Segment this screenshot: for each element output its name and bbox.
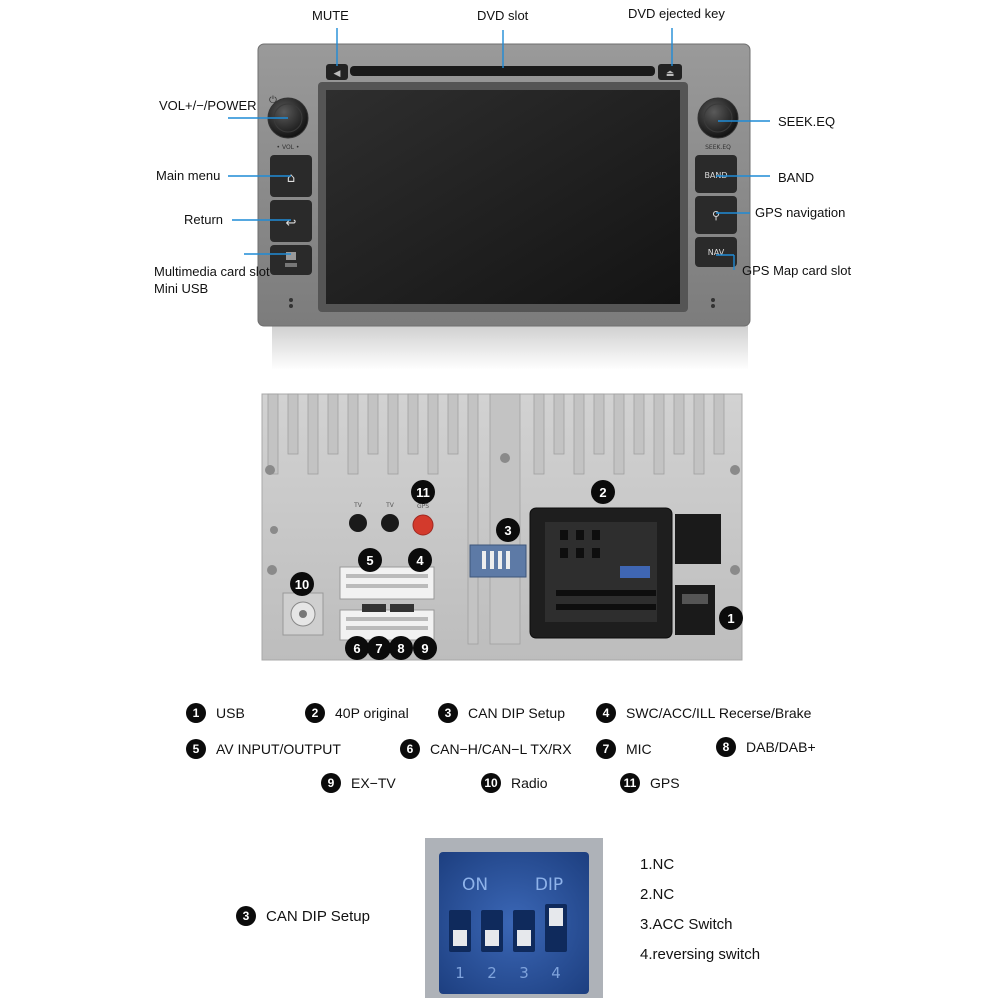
- dip-on-text: ON: [462, 875, 488, 895]
- seek-eq-label: SEEK.EQ: [778, 114, 836, 129]
- usb-icon: [285, 263, 297, 267]
- marker-1: 1: [719, 606, 743, 630]
- mini-usb-label: Mini USB: [154, 281, 209, 296]
- band-label: BAND: [778, 170, 815, 185]
- marker-8: 8: [389, 636, 413, 660]
- nav-button-label: NAV: [708, 248, 725, 257]
- gps-port: [412, 514, 434, 536]
- home-icon: ⌂: [287, 171, 295, 186]
- dip-num-1: 1: [455, 964, 465, 982]
- fuse: [620, 566, 650, 578]
- gps-port-label: GPS: [417, 503, 429, 510]
- mute-button: [326, 64, 348, 80]
- dvd-slot-label: DVD slot: [477, 8, 529, 23]
- vol-text: • VOL •: [277, 144, 300, 151]
- dvd-eject-label: DVD ejected key: [628, 6, 725, 21]
- dip-dip-text: DIP: [535, 875, 563, 895]
- power-icon: ⏻: [269, 95, 277, 106]
- screen: [326, 90, 680, 304]
- av-swc-connector: [339, 566, 435, 600]
- mute-icon: ◀: [334, 69, 341, 79]
- marker-10: 10: [290, 572, 314, 596]
- device-shadow: [272, 325, 748, 370]
- marker-6: 6: [345, 636, 369, 660]
- marker-9: 9: [413, 636, 437, 660]
- eject-icon: ⏏: [666, 69, 675, 79]
- marker-5: 5: [358, 548, 382, 572]
- tv-label-1: TV: [353, 502, 363, 509]
- tv-label-2: TV: [385, 502, 395, 509]
- marker-4: 4: [408, 548, 432, 572]
- gps-button: [695, 196, 737, 234]
- dip-num-3: 3: [519, 964, 529, 982]
- main-menu-label: Main menu: [156, 168, 221, 183]
- dip-switch-photo: ON DIP 1 2 3 4: [425, 838, 603, 998]
- mic-hole-left: [289, 298, 293, 302]
- screw-holes: [265, 453, 740, 575]
- marker-3: 3: [496, 518, 520, 542]
- rear-panel-diagram: TV TV GPS: [261, 393, 743, 661]
- gps-map-slot-label: GPS Map card slot: [742, 263, 852, 278]
- vol-power-label: VOL+/−/POWER: [159, 98, 257, 113]
- seek-text: SEEK.EQ: [705, 144, 731, 151]
- dip-item-3: 3.ACC Switch: [640, 916, 733, 933]
- nav-button: [695, 237, 737, 267]
- heat-sink-fins: [267, 393, 725, 645]
- return-icon: ↩: [286, 216, 297, 231]
- usb-block: [675, 514, 721, 564]
- front-panel-diagram: ◀ ⏏ ⏻ • VOL • SEEK.EQ ⌂ ↩ BAND ⚲ NAV: [228, 28, 770, 370]
- marker-7: 7: [367, 636, 391, 660]
- can-mic-dab-tv-connector: [339, 609, 435, 641]
- dip-item-1: 1.NC: [640, 856, 675, 873]
- dip-settings-list: 1.NC 2.NC 3.ACC Switch 4.reversing switc…: [640, 850, 760, 970]
- dip-item-2: 2.NC: [640, 886, 675, 903]
- dip-num-2: 2: [487, 964, 497, 982]
- usb-port: [675, 585, 715, 635]
- band-button: [695, 155, 737, 193]
- marker-11: 11: [411, 480, 435, 504]
- eject-button: [658, 64, 682, 80]
- tv-port-2: [381, 514, 399, 532]
- pointer-lines: [228, 28, 770, 270]
- multimedia-slot-label: Multimedia card slot: [154, 264, 270, 279]
- dip-num-4: 4: [551, 964, 561, 982]
- dvd-slot: [350, 66, 655, 76]
- gps-navigation-label: GPS navigation: [755, 205, 846, 220]
- marker-2: 2: [591, 480, 615, 504]
- return-label: Return: [184, 212, 224, 227]
- return-button: [270, 200, 312, 242]
- mic-hole-right: [711, 298, 715, 302]
- tv-port-1: [349, 514, 367, 532]
- mute-label: MUTE: [312, 8, 349, 23]
- sd-card-icon: [286, 252, 296, 260]
- dip-item-4: 4.reversing switch: [640, 946, 761, 963]
- map-pin-icon: ⚲: [712, 209, 720, 222]
